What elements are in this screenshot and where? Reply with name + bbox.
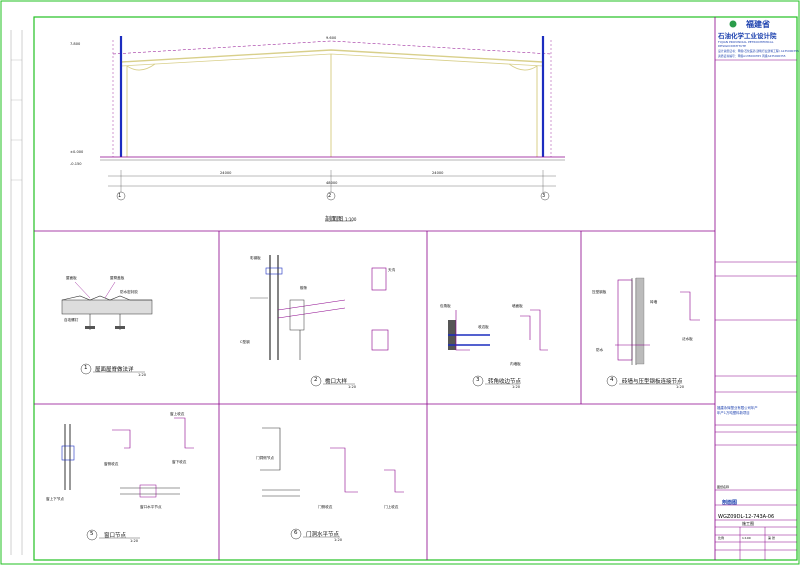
detail-2-scale: 1:20 bbox=[348, 385, 357, 389]
detail-4-scale: 1:20 bbox=[676, 385, 685, 389]
elev-eave: 7.800 bbox=[70, 42, 81, 46]
ridge-elev: 9.600 bbox=[326, 36, 337, 40]
d2-note-1: 彩钢板 bbox=[250, 256, 261, 260]
dim-right: 24000 bbox=[432, 171, 444, 175]
d3-note-2: 收边板 bbox=[478, 325, 489, 329]
d5-note-1: 窗上下节点 bbox=[46, 497, 64, 501]
detail-3-graphic bbox=[448, 309, 548, 387]
d4-note-4: 防水 bbox=[596, 348, 604, 352]
d4-note-2: 砖墙 bbox=[650, 300, 658, 304]
detail-1-num: 1 bbox=[84, 365, 88, 371]
d3-note-3: 墙面板 bbox=[512, 304, 523, 308]
elev-ground: ±0.000 bbox=[70, 150, 84, 154]
axis-3-bubble bbox=[540, 191, 550, 201]
detail-3-num: 3 bbox=[476, 377, 480, 383]
d6-note-2: 门侧收边 bbox=[318, 505, 333, 509]
d4-note-3: 泛水板 bbox=[682, 337, 693, 341]
detail-4-num: 4 bbox=[610, 377, 614, 383]
section-caption-title: 剖面图 bbox=[325, 216, 344, 223]
axis-1-label: 1 bbox=[118, 193, 122, 199]
institute-name: 石油化学工业设计院 bbox=[718, 32, 777, 40]
detail-6-scale: 1:20 bbox=[334, 538, 343, 542]
drawing-title: 剖面图 bbox=[722, 500, 738, 506]
detail-1-graphic bbox=[61, 281, 153, 375]
institute-en-1: FUJIAN PROVINCIAL PETROCHEMICAL bbox=[718, 40, 774, 44]
dim-total: 48000 bbox=[326, 181, 338, 185]
d3-note-1: 包角板 bbox=[440, 304, 451, 308]
detail-6-title: 门洞水平节点 bbox=[306, 532, 340, 538]
institute-en-2: DESIGN INSTITUTE bbox=[718, 44, 747, 48]
company-name: 福建省 bbox=[746, 20, 770, 29]
detail-2-num: 2 bbox=[314, 377, 318, 383]
detail-5-title: 窗口节点 bbox=[104, 533, 127, 539]
d2-note-3: 天沟 bbox=[388, 268, 396, 272]
d1-note-2: 屋脊盖板 bbox=[110, 276, 125, 280]
drawing-number: WGZ09DL-12-743A-06 bbox=[718, 514, 775, 520]
d2-note-4: C型钢 bbox=[240, 340, 250, 344]
project-name: 年产1万吨塑料新项目 bbox=[717, 411, 750, 415]
drawing-label: 图纸名称 bbox=[717, 485, 730, 489]
scale-label: 比例 bbox=[718, 536, 725, 540]
axis-2-bubble bbox=[326, 191, 336, 201]
detail-5-num: 5 bbox=[90, 531, 94, 537]
d6-note-3: 门上收边 bbox=[384, 505, 399, 509]
axis-1-bubble bbox=[116, 191, 126, 201]
detail-1-title: 屋面屋脊做法详 bbox=[95, 367, 134, 373]
sheet-label: 第 张 bbox=[768, 536, 775, 540]
detail-3-scale: 1:20 bbox=[512, 385, 521, 389]
d2-note-2: 檩条 bbox=[300, 286, 308, 290]
elev-base: -0.150 bbox=[70, 162, 82, 166]
axis-2-label: 2 bbox=[328, 193, 332, 199]
d4-note-1: 压型钢板 bbox=[592, 290, 607, 294]
section-caption-scale: 1:100 bbox=[344, 217, 357, 222]
stage: 施工图 bbox=[742, 521, 754, 526]
d5-note-4: 窗上收边 bbox=[170, 412, 185, 416]
detail-4-graphic bbox=[606, 277, 700, 387]
d1-note-3: 防水密封胶 bbox=[120, 290, 138, 294]
binding-strip bbox=[11, 59, 22, 181]
detail-2-graphic bbox=[250, 255, 389, 387]
detail-3-title: 转角收边节点 bbox=[488, 379, 522, 385]
d5-note-3: 窗侧收边 bbox=[104, 462, 119, 466]
section-caption: 剖面图 1:100 bbox=[325, 214, 356, 223]
axis-3-label: 3 bbox=[542, 193, 546, 199]
institute-logo-icon bbox=[729, 20, 737, 28]
inner-frame bbox=[33, 16, 798, 561]
detail-4-title: 砖墙与压型钢板连接节点 bbox=[622, 379, 683, 385]
detail-1-scale: 1:20 bbox=[138, 373, 147, 377]
d5-note-5: 窗下收边 bbox=[172, 460, 187, 464]
detail-5-scale: 1:20 bbox=[130, 539, 139, 543]
d3-note-4: 内墙板 bbox=[510, 362, 521, 366]
scale-value: 1:100 bbox=[742, 536, 751, 540]
d5-note-2: 窗口水平节点 bbox=[140, 505, 162, 509]
detail-5-graphic bbox=[61, 417, 194, 541]
roof-outline bbox=[120, 49, 544, 63]
detail-2-title: 檐口大样 bbox=[325, 379, 348, 385]
cert-line-2: 资质证书编号：甲级A135000355 丙级A235000355 bbox=[718, 54, 786, 58]
project-owner: 福建永辉塑业有限公司年产 bbox=[717, 406, 758, 410]
d1-note-4: 自攻螺钉 bbox=[64, 318, 79, 322]
detail-6-graphic bbox=[260, 427, 404, 540]
d1-note-1: 屋面板 bbox=[66, 276, 77, 280]
dim-left: 24000 bbox=[220, 171, 232, 175]
d6-note-1: 门洞侧节点 bbox=[256, 456, 274, 460]
section-elevation bbox=[100, 36, 565, 222]
title-block-lines bbox=[715, 59, 797, 560]
cert-line-1: 设计资质证书：甲级(石化医药,建筑行业建筑工程) A135000355 bbox=[718, 49, 799, 53]
detail-6-num: 6 bbox=[294, 530, 298, 536]
